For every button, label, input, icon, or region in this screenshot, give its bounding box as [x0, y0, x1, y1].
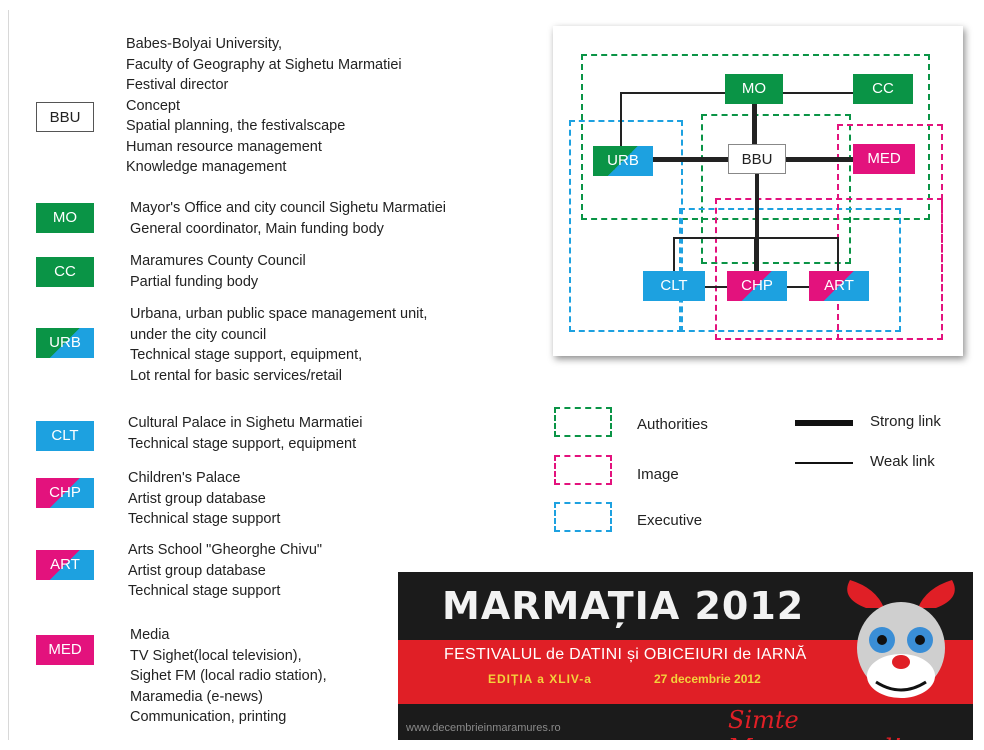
node-art: ART	[809, 271, 869, 301]
node-med: MED	[853, 144, 915, 174]
desc-line: Lot rental for basic services/retail	[130, 367, 342, 384]
desc-line: Communication, printing	[130, 709, 287, 725]
desc-line: Concept	[126, 97, 181, 114]
desc-clt: Cultural Palace in Sighetu Marmatiei Tec…	[128, 413, 363, 454]
desc-med: Media TV Sighet(local television), Sighe…	[130, 625, 327, 728]
strong-link-urb-bbu	[648, 157, 728, 162]
desc-line: Babes-Bolyai University,	[126, 36, 283, 52]
desc-chp: Children's Palace Artist group database …	[128, 468, 280, 530]
desc-line: Cultural Palace in Sighetu Marmatiei	[128, 415, 363, 431]
strong-link-bbu-down	[755, 172, 759, 240]
strong-link-to-chp	[754, 237, 759, 271]
banner-edition: EDIȚIA a XLIV-a	[488, 672, 592, 686]
badge-art: ART	[36, 550, 94, 580]
badge-clt: CLT	[36, 421, 94, 451]
badge-urb: URB	[36, 328, 94, 358]
legend-image-label: Image	[637, 466, 679, 483]
legend-weak-label: Weak link	[870, 453, 935, 470]
node-clt: CLT	[643, 271, 705, 301]
desc-line: Maramedia (e-news)	[130, 688, 263, 705]
desc-line: Technical stage support	[128, 511, 281, 527]
desc-line: Artist group database	[128, 562, 266, 579]
image-group	[715, 198, 943, 340]
desc-line: Arts School "Gheorghe Chivu"	[128, 542, 323, 558]
node-bbu: BBU	[728, 144, 786, 174]
weak-link-to-art	[837, 237, 839, 271]
strong-link-bbu-med	[785, 157, 855, 162]
legend-authorities-label: Authorities	[637, 416, 708, 433]
desc-line: Technical stage support, equipment	[128, 435, 357, 452]
desc-line: Maramures County Council	[130, 253, 306, 269]
desc-line: Media	[130, 627, 170, 643]
legend-image-swatch	[554, 455, 612, 485]
desc-line: Urbana, urban public space management un…	[130, 306, 428, 322]
banner-subtitle: FESTIVALUL de DATINI și OBICEIURI de IAR…	[444, 646, 807, 663]
node-cc: CC	[853, 74, 913, 104]
node-mo: MO	[725, 74, 783, 104]
badge-cc: CC	[36, 257, 94, 287]
executive-group-left	[569, 120, 683, 332]
banner-date: 27 decembrie 2012	[654, 672, 761, 686]
badge-chp: CHP	[36, 478, 94, 508]
desc-line: Knowledge management	[126, 159, 287, 175]
executive-group	[679, 208, 901, 332]
weak-link-clt-chp	[705, 286, 727, 288]
banner-url: www.decembrieinmaramures.ro	[406, 722, 561, 734]
desc-line: Technical stage support	[128, 583, 281, 599]
weak-link-mo-cc	[783, 92, 883, 94]
legend-executive-swatch	[554, 502, 612, 532]
banner-slogan: Simte Maramureșul!	[728, 706, 902, 740]
desc-line: Sighet FM (local radio station),	[130, 668, 327, 684]
node-chp: CHP	[727, 271, 787, 301]
desc-line: Technical stage support, equipment,	[130, 347, 363, 363]
badge-med: MED	[36, 635, 94, 665]
legend-strong-label: Strong link	[870, 413, 941, 430]
desc-bbu: Babes-Bolyai University, Faculty of Geog…	[126, 34, 402, 178]
badge-bbu: BBU	[36, 102, 94, 132]
desc-line: Mayor's Office and city council Sighetu …	[130, 200, 446, 216]
legend-strong-line	[795, 420, 853, 426]
goat-mask-icon	[847, 580, 955, 698]
weak-link-to-urb	[620, 92, 622, 146]
festival-banner: MARMAȚIA 2012 FESTIVALUL de DATINI și OB…	[398, 572, 973, 740]
badge-mo: MO	[36, 203, 94, 233]
desc-line: Spatial planning, the festivalscape	[126, 118, 346, 134]
weak-link-mo-left	[620, 92, 753, 94]
desc-line: Children's Palace	[128, 470, 241, 486]
desc-line: Festival director	[126, 77, 229, 93]
authorities-group-inner	[701, 114, 851, 264]
banner-title: MARMAȚIA 2012	[442, 584, 805, 628]
desc-line: Faculty of Geography at Sighetu Marmatie…	[126, 56, 402, 73]
desc-line: under the city council	[130, 326, 267, 343]
desc-line: Artist group database	[128, 490, 266, 507]
strong-link-mo-bbu	[752, 104, 757, 162]
relationship-diagram: MO CC URB BBU MED CLT CHP ART	[553, 26, 963, 356]
desc-line: Human resource management	[126, 138, 322, 155]
desc-mo: Mayor's Office and city council Sighetu …	[130, 198, 446, 239]
weak-link-chp-art	[787, 286, 809, 288]
node-urb: URB	[593, 146, 653, 176]
desc-line: General coordinator, Main funding body	[130, 220, 384, 237]
weak-link-to-clt	[673, 237, 675, 271]
legend-executive-label: Executive	[637, 512, 703, 529]
desc-line: Partial funding body	[130, 273, 259, 290]
legend-authorities-swatch	[554, 407, 612, 437]
desc-urb: Urbana, urban public space management un…	[130, 304, 427, 386]
legend-weak-line	[795, 462, 853, 464]
desc-art: Arts School "Gheorghe Chivu" Artist grou…	[128, 540, 322, 602]
left-rule	[8, 10, 9, 740]
desc-line: TV Sighet(local television),	[130, 647, 302, 664]
desc-cc: Maramures County Council Partial funding…	[130, 251, 306, 292]
